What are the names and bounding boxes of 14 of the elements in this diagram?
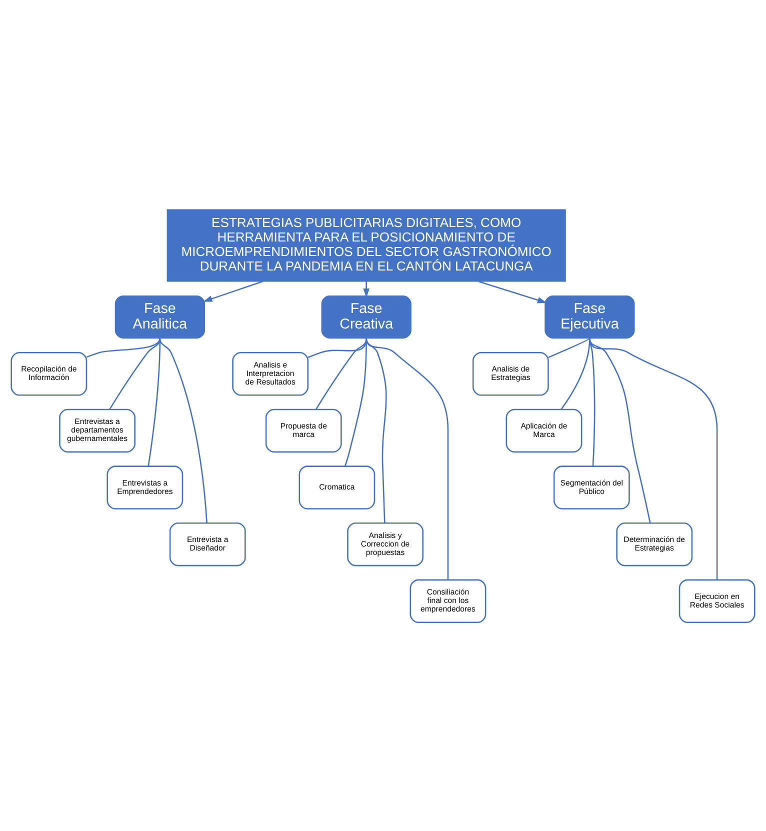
connector (366, 338, 449, 580)
connector (109, 338, 161, 410)
node-box: Fase Ejecutiva (544, 295, 635, 338)
arrow (203, 280, 263, 302)
connector (589, 338, 718, 580)
arrow (478, 280, 547, 303)
node-box: Fase Creativa (321, 295, 412, 338)
arrow (363, 281, 370, 298)
node-box: ESTRATEGIAS PUBLICITARIAS DIGITALES, COMO HERRAMIENTA PARA EL POSICIONAMIENTO DE MICROEMPRENDIMIENTOS DEL SECTOR GASTRONÓMICO DURANTE LA PANDEMIA EN EL CANTÓN LATACUNGA (166, 208, 566, 282)
connector (548, 337, 590, 358)
connector (159, 338, 208, 522)
connector (344, 338, 367, 466)
node-box: Fase Analitica (114, 295, 206, 338)
connector (86, 338, 161, 358)
